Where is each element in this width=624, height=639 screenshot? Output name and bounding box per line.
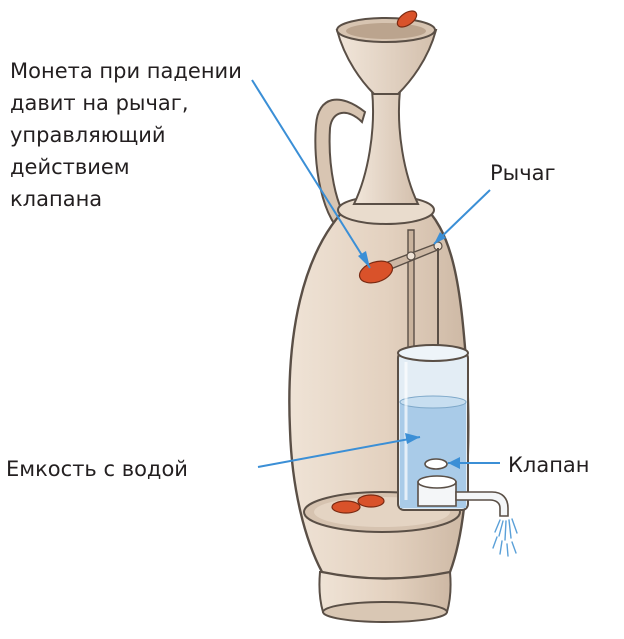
- outlet-pipe: [455, 491, 509, 517]
- pointer-coin-head: [358, 251, 370, 268]
- coin-label-line-1: Монета при падении: [10, 59, 242, 83]
- pointer-coin: [251, 79, 371, 269]
- pointer-lever-head: [434, 232, 446, 244]
- valve-label: Клапан: [508, 453, 590, 477]
- funnel-opening: [346, 23, 426, 39]
- coin-on-lever: [358, 260, 394, 284]
- coin-label-line-5: клапана: [10, 187, 102, 211]
- coin-label-line-2: давит на рычаг,: [10, 91, 189, 115]
- pointer-tank: [257, 436, 421, 468]
- coin-bottom-2: [357, 494, 385, 508]
- coin-bottom-1: [331, 500, 361, 514]
- valve-cap: [417, 475, 457, 489]
- coin-label-line-3: управляющий: [10, 123, 166, 147]
- pointer-lever: [433, 189, 491, 245]
- lever-label: Рычаг: [490, 161, 556, 185]
- water-surface: [399, 395, 467, 409]
- tank-label: Емкость с водой: [6, 457, 188, 481]
- pointer-valve-head: [448, 457, 460, 469]
- water-tank-top: [397, 344, 469, 362]
- coin-top: [396, 10, 418, 28]
- vessel-foot-rim: [322, 601, 448, 623]
- valve-disc: [424, 458, 448, 470]
- coin-label-line-4: действием: [10, 155, 130, 179]
- water-spray: [492, 518, 518, 557]
- pointer-tank-head: [405, 433, 420, 444]
- vessel-funnel: [335, 29, 438, 95]
- vessel-neck: [352, 89, 420, 205]
- lever-pivot: [406, 251, 416, 261]
- lever-bracket: [407, 229, 415, 357]
